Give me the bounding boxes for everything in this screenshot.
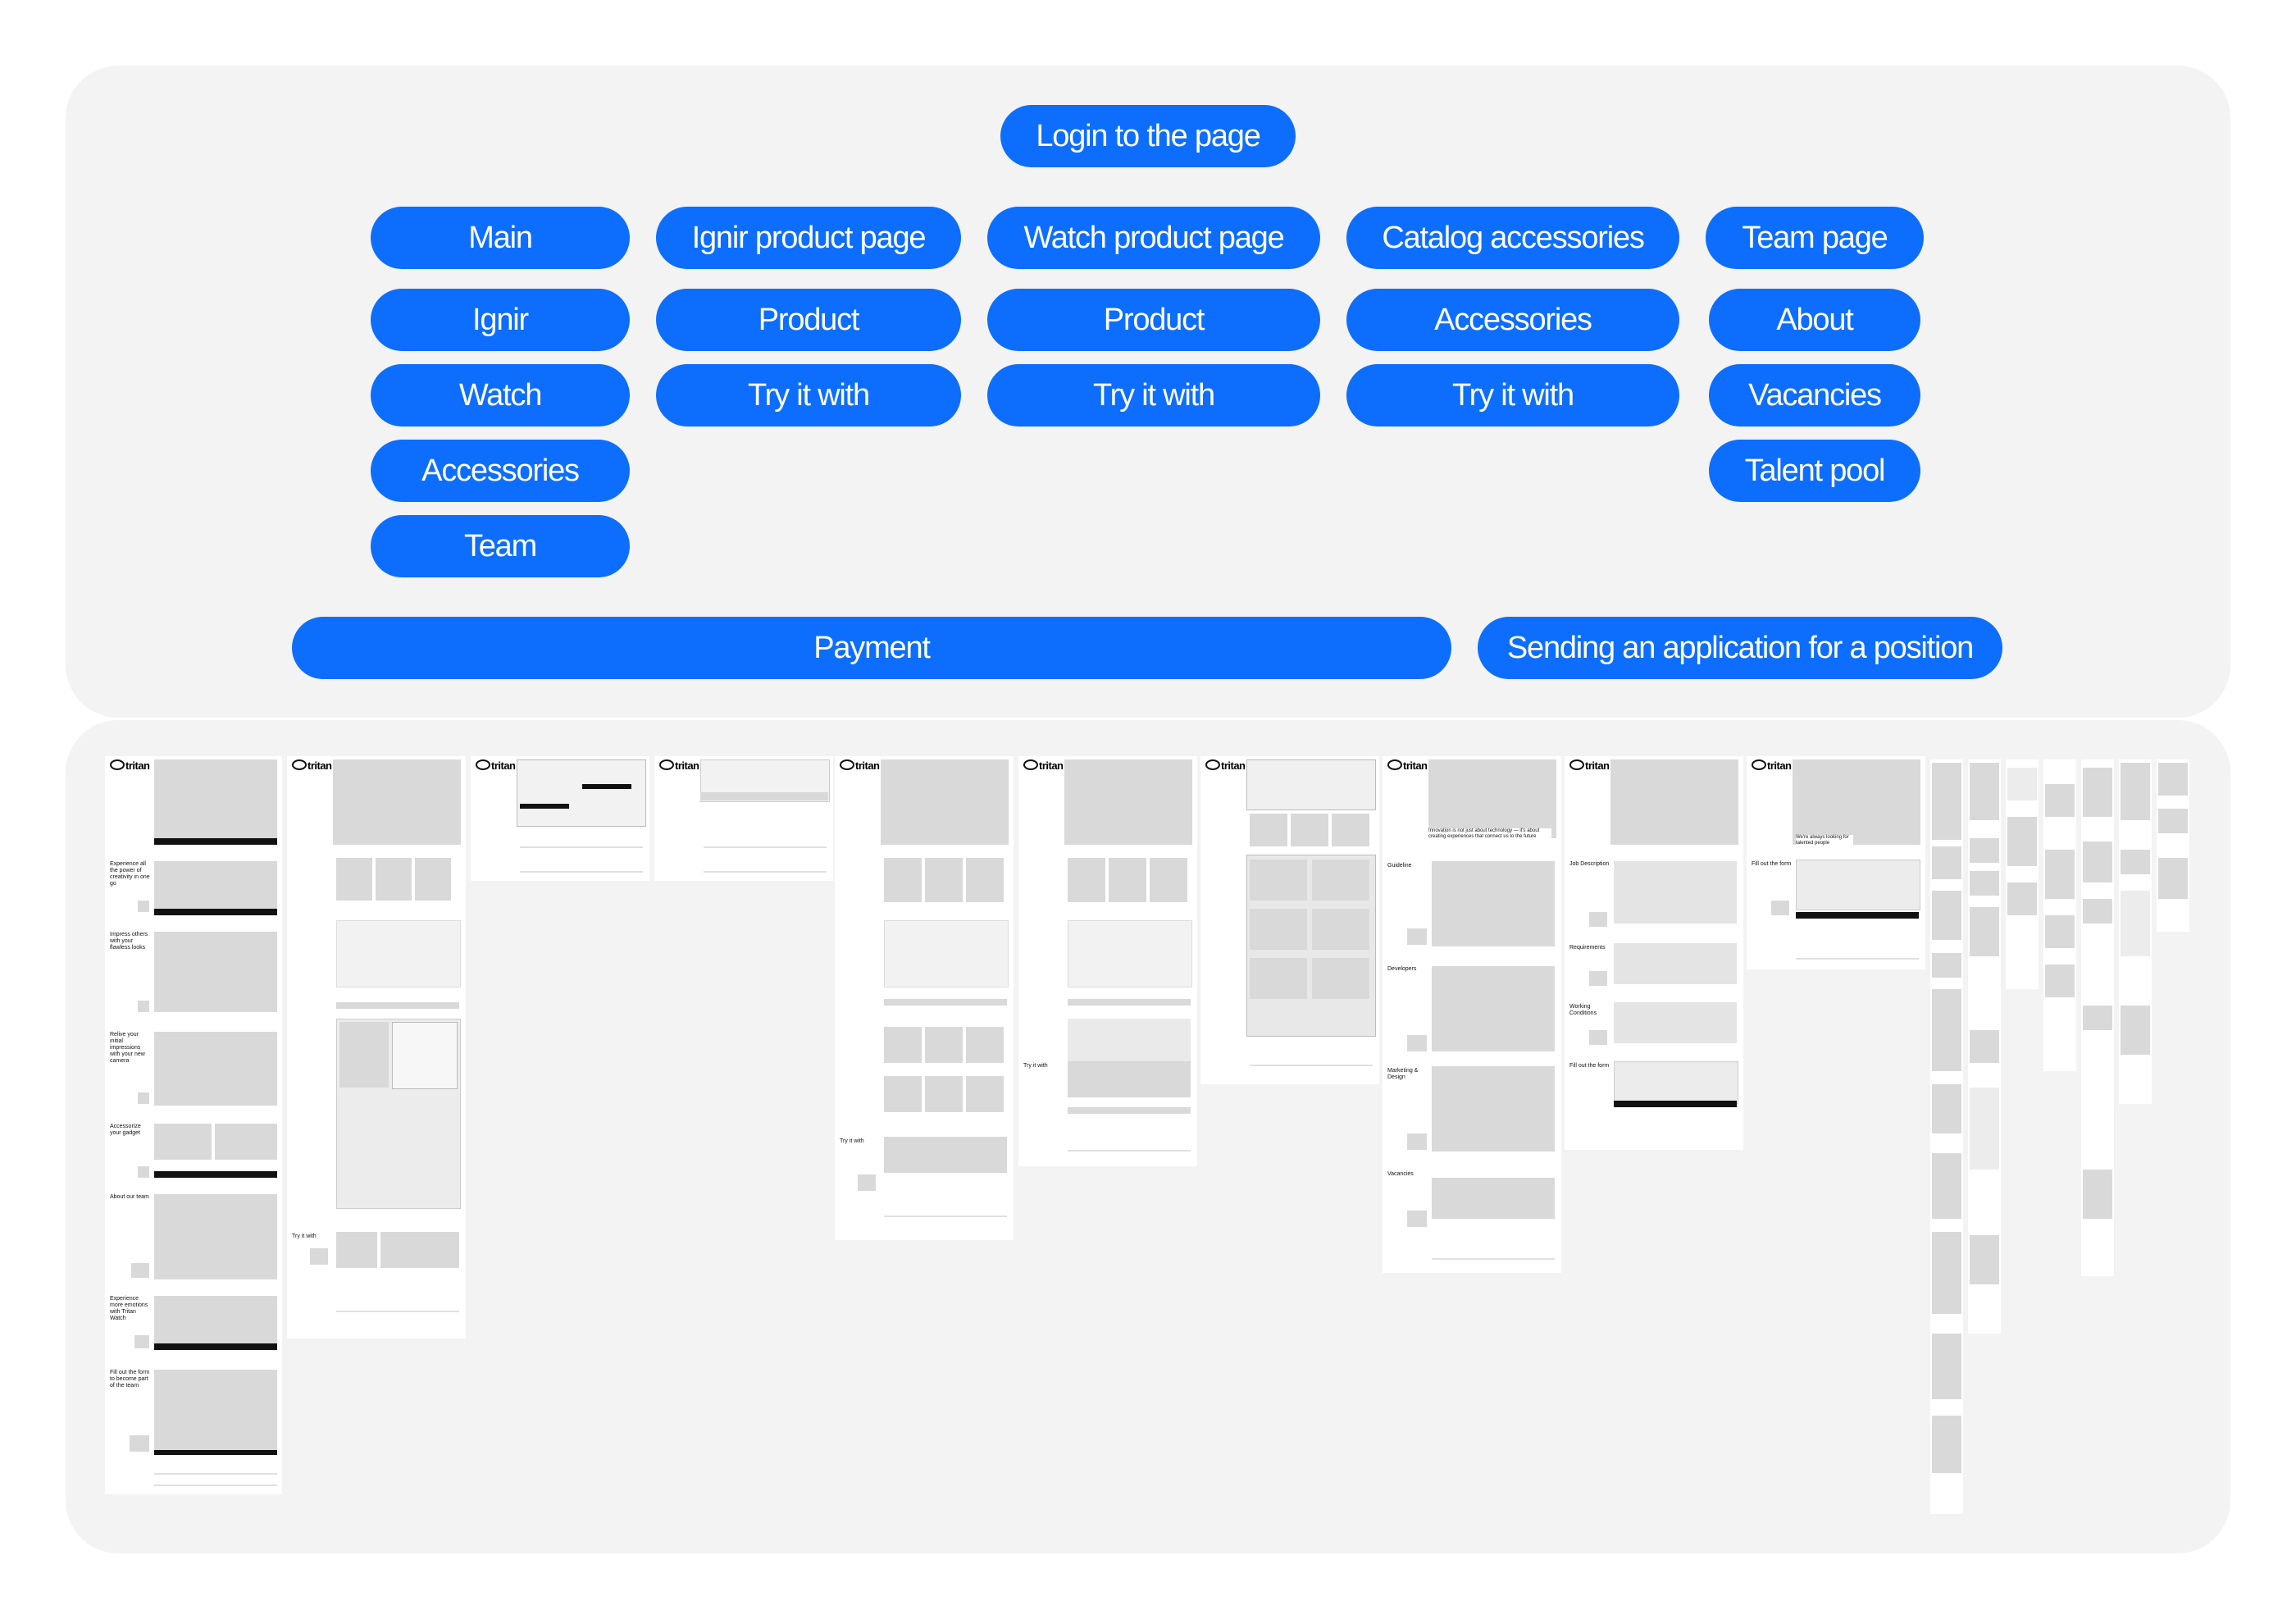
login-node[interactable]: Login to the page xyxy=(1000,105,1296,167)
tritan-logo: tritan xyxy=(1752,759,1792,772)
wireframe-talent-pool: tritan We're always looking for talented… xyxy=(1747,756,1925,969)
section-title: Fill out the form to become part of the … xyxy=(110,1370,150,1389)
wireframe-ignir-product: tritan Try it with xyxy=(287,756,466,1339)
wireframe-payment-2: tritan xyxy=(654,756,833,881)
main-watch-node[interactable]: Watch xyxy=(371,364,630,426)
hero-image xyxy=(154,759,277,838)
ignir-try-it-with-node[interactable]: Try it with xyxy=(656,364,961,426)
section-title: Impress others with your flawless looks xyxy=(110,932,148,951)
wireframe-mobile-2 xyxy=(1968,759,2001,1334)
team-about-node[interactable]: About xyxy=(1709,289,1920,351)
try-it-with-label: Try it with xyxy=(292,1234,317,1239)
section-title: Experience all the power of creativity i… xyxy=(110,861,150,887)
main-team-node[interactable]: Team xyxy=(371,515,630,577)
tritan-logo: tritan xyxy=(1205,759,1246,772)
tritan-logo: tritan xyxy=(110,759,150,772)
ignir-product-page-node[interactable]: Ignir product page xyxy=(656,207,961,269)
catalog-accessories-node[interactable]: Catalog accessories xyxy=(1346,207,1679,269)
wireframe-mobile-7 xyxy=(2157,759,2189,932)
wireframe-payment-1: tritan xyxy=(471,756,649,881)
main-accessories-node[interactable]: Accessories xyxy=(371,440,630,502)
vacancy-section-title: Working Conditions xyxy=(1569,1004,1597,1016)
wireframe-team: tritan Innovation is not just about tech… xyxy=(1383,756,1561,1273)
watch-try-it-with-node[interactable]: Try it with xyxy=(987,364,1320,426)
team-quote: Innovation is not just about technology … xyxy=(1428,828,1551,840)
section-title: Relive your initial impressions with you… xyxy=(110,1032,145,1064)
watch-product-page-node[interactable]: Watch product page xyxy=(987,207,1320,269)
main-node[interactable]: Main xyxy=(371,207,630,269)
section-title: About our team xyxy=(110,1194,149,1200)
catalog-accessories-item-node[interactable]: Accessories xyxy=(1346,289,1679,351)
try-it-with-label: Try it with xyxy=(1023,1063,1048,1069)
wireframe-catalog-accessories: tritan xyxy=(1200,756,1379,1084)
talent-quote: We're always looking for talented people xyxy=(1796,835,1853,846)
tritan-logo: tritan xyxy=(476,759,516,772)
catalog-try-it-with-node[interactable]: Try it with xyxy=(1346,364,1679,426)
wireframe-mobile-3 xyxy=(2006,759,2039,989)
tritan-logo: tritan xyxy=(659,759,699,772)
watch-product-node[interactable]: Product xyxy=(987,289,1320,351)
wireframe-vacancy: tritan Job Description Requirements Work… xyxy=(1565,756,1743,1150)
team-section-title: Developers xyxy=(1387,966,1417,972)
team-section-title: Marketing & Design xyxy=(1387,1068,1419,1080)
tritan-logo: tritan xyxy=(1023,759,1064,772)
payment-node[interactable]: Payment xyxy=(292,617,1451,679)
vacancy-section-title: Job Description xyxy=(1569,861,1610,867)
vacancy-section-title: Requirements xyxy=(1569,945,1606,951)
team-page-node[interactable]: Team page xyxy=(1706,207,1924,269)
section-title: Experience more emotions with Tritan Wat… xyxy=(110,1296,148,1321)
tritan-logo: tritan xyxy=(1569,759,1610,772)
vacancy-section-title: Fill out the form xyxy=(1569,1063,1610,1069)
tritan-logo: tritan xyxy=(840,759,880,772)
wireframe-main: tritan Experience all the power of creat… xyxy=(105,756,282,1494)
main-ignir-node[interactable]: Ignir xyxy=(371,289,630,351)
application-node[interactable]: Sending an application for a position xyxy=(1478,617,2002,679)
talent-form-title: Fill out the form xyxy=(1752,861,1792,867)
section-title: Accessorize your gadget xyxy=(110,1124,141,1136)
team-section-title: Guideline xyxy=(1387,863,1412,869)
team-talent-pool-node[interactable]: Talent pool xyxy=(1709,440,1920,502)
wireframe-watch-product: tritan Try it with xyxy=(835,756,1014,1240)
team-section-title: Vacancies xyxy=(1387,1171,1414,1177)
wireframe-mobile-4 xyxy=(2043,759,2076,1071)
wireframe-mobile-6 xyxy=(2119,759,2152,1104)
ignir-product-node[interactable]: Product xyxy=(656,289,961,351)
wireframe-mobile-1 xyxy=(1930,759,1963,1514)
try-it-with-label: Try it with xyxy=(840,1138,864,1144)
team-vacancies-node[interactable]: Vacancies xyxy=(1709,364,1920,426)
tritan-logo: tritan xyxy=(1387,759,1428,772)
wireframe-mobile-5 xyxy=(2081,759,2114,1276)
wireframe-watch-product-2: tritan Try it with xyxy=(1018,756,1197,1166)
tritan-logo: tritan xyxy=(292,759,332,772)
